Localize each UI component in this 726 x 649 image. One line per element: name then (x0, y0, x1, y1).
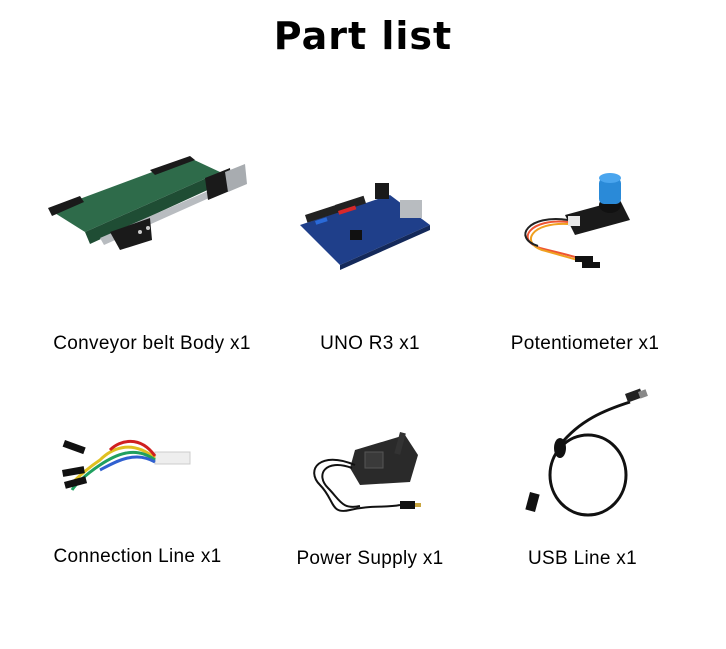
uno-r3-board-image (300, 183, 430, 270)
part-usb-line (520, 388, 650, 525)
part-power-supply (300, 430, 430, 520)
part-label-power-supply: Power Supply x1 (296, 548, 444, 569)
part-connection-line (60, 430, 200, 500)
part-conveyor-belt (40, 150, 250, 260)
part-label-usb-line: USB Line x1 (528, 548, 637, 569)
power-supply-image (313, 432, 421, 512)
part-label-uno-r3: UNO R3 x1 (320, 333, 420, 354)
part-label-potentiometer: Potentiometer x1 (510, 333, 660, 354)
part-label-connection-line: Connection Line x1 (53, 546, 222, 567)
usb-line-image (525, 388, 648, 517)
part-uno-r3 (290, 175, 440, 275)
potentiometer-image (524, 173, 630, 268)
conveyor-belt-image (48, 156, 247, 250)
part-label-conveyor-belt: Conveyor belt Body x1 (53, 333, 251, 354)
part-potentiometer (510, 170, 640, 270)
connection-line-image (62, 439, 191, 491)
page-title: Part list (273, 14, 453, 58)
